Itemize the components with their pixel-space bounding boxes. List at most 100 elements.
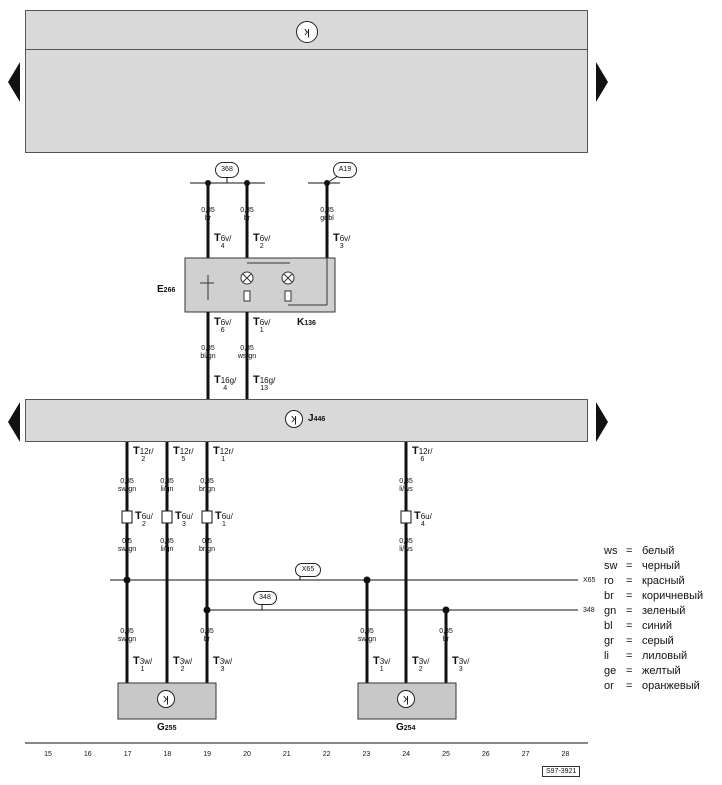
k136-label: K136: [297, 317, 316, 328]
bus-ref-348: 348: [583, 607, 595, 614]
legend-row: li=лиловый: [604, 649, 703, 664]
ref-368[interactable]: 368: [215, 162, 239, 178]
legend-equals: =: [626, 665, 633, 677]
legend-name: серый: [642, 635, 674, 647]
page-prev-arrow[interactable]: [8, 62, 20, 102]
plug-label: T12r/1: [213, 445, 234, 464]
g255-symbol-icon: ʞ: [157, 690, 175, 708]
legend-row: ws = белый: [604, 544, 703, 559]
legend-equals: =: [626, 680, 633, 692]
legend-equals: =: [626, 620, 633, 632]
legend-name: белый: [642, 545, 675, 557]
scale-number: 25: [442, 751, 450, 758]
legend-code: li: [604, 650, 609, 662]
g254-label: G254: [396, 722, 416, 733]
plug-label: T12r/5: [173, 445, 194, 464]
legend-name: зеленый: [642, 605, 686, 617]
legend-row: gr = серый: [604, 634, 703, 649]
plug-label: T6u/2: [135, 510, 153, 529]
plug-label: T6u/3: [175, 510, 193, 529]
page-next-arrow[interactable]: [596, 62, 608, 102]
legend-code: gn: [604, 605, 617, 617]
legend-row: ge=желтый: [604, 664, 703, 679]
plug-label: T3w/2: [173, 655, 193, 674]
scale-number: 19: [203, 751, 212, 758]
ref-x65[interactable]: X65: [295, 563, 321, 577]
legend-code: ws: [604, 545, 618, 557]
legend-row: bl = синий: [604, 619, 703, 634]
legend-row: gn = зеленый: [604, 604, 703, 619]
plug-label: T6v/3: [333, 232, 351, 251]
legend-row: or=оранжевый: [604, 679, 703, 694]
ground-symbol-icon: ʞ: [296, 21, 318, 43]
plug-label: T3w/1: [133, 655, 153, 674]
legend-name: красный: [642, 575, 685, 587]
plug-label: T6v/4: [214, 232, 232, 251]
plug-label: T16g/4: [214, 374, 237, 393]
legend-equals: =: [626, 560, 633, 572]
scale-number: 26: [481, 751, 490, 758]
scale-number: 17: [123, 751, 132, 758]
plug-label: T6v/1: [253, 316, 271, 335]
legend-equals: =: [626, 545, 633, 557]
legend-equals: =: [626, 635, 633, 647]
g254-symbol-icon: ʞ: [397, 690, 415, 708]
e266-label: E266: [157, 284, 176, 295]
legend-equals: =: [626, 605, 633, 617]
legend-name: синий: [642, 620, 673, 632]
control-unit-band: [25, 399, 588, 442]
plug-label: T3w/3: [213, 655, 233, 674]
plug-label: T3v/3: [452, 655, 470, 674]
legend-code: bl: [604, 620, 613, 632]
scale-number: 21: [282, 751, 291, 758]
legend-code: gr: [604, 635, 614, 647]
ref-a19[interactable]: A19: [333, 162, 357, 178]
scale-number: 28: [561, 751, 570, 758]
control-unit-symbol-icon: ʞ: [285, 410, 303, 428]
legend-code: sw: [604, 560, 618, 572]
legend-row: ro=красный: [604, 574, 703, 589]
scale-number: 18: [163, 751, 172, 758]
legend-code: ge: [604, 665, 617, 677]
legend-equals: =: [626, 590, 633, 602]
legend-row: br = коричневый: [604, 589, 703, 604]
plug-label: T3v/1: [373, 655, 391, 674]
top-band-divider: [25, 49, 588, 50]
legend-name: коричневый: [642, 590, 704, 602]
legend-name: оранжевый: [642, 680, 700, 692]
scale-number: 23: [362, 751, 371, 758]
j446-label: J446: [308, 413, 326, 424]
plug-label: T12r/2: [133, 445, 154, 464]
legend-equals: =: [626, 575, 633, 587]
drawing-id: S97-3921: [542, 766, 581, 777]
scale-number: 20: [243, 751, 251, 758]
page-next-arrow-lower[interactable]: [596, 402, 608, 442]
plug-label: T6u/4: [414, 510, 432, 529]
plug-label: T12r/6: [412, 445, 433, 464]
scale-number: 15: [44, 751, 52, 758]
plug-label: T6u/1: [215, 510, 233, 529]
page-prev-arrow-lower[interactable]: [8, 402, 20, 442]
scale-number: 24: [402, 751, 411, 758]
ref-348[interactable]: 348: [253, 591, 277, 605]
legend-code: br: [604, 590, 614, 602]
legend-equals: =: [626, 650, 633, 662]
scale-number: 22: [322, 751, 331, 758]
scale-number: 27: [521, 751, 530, 758]
